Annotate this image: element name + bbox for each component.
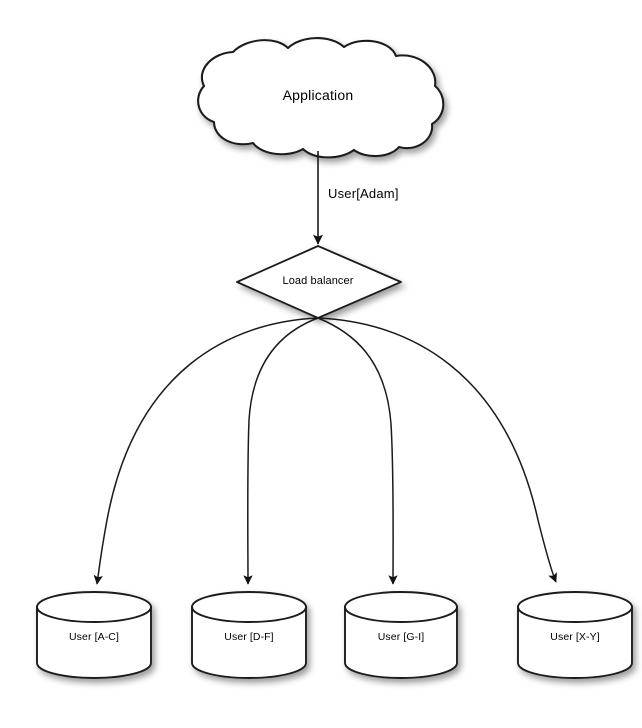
cylinder-body-1 bbox=[36, 606, 152, 679]
edge-balancer-to-db-3 bbox=[317, 317, 398, 585]
cloud-shape bbox=[197, 37, 445, 159]
node-load-balancer-diamond[interactable] bbox=[236, 245, 402, 319]
cylinder-top-3 bbox=[344, 591, 458, 623]
edge-balancer-to-db-1 bbox=[93, 317, 319, 585]
cylinder-top-2 bbox=[191, 591, 307, 623]
edge-balancer-to-db-4 bbox=[317, 317, 557, 583]
cylinder-body-4 bbox=[517, 606, 633, 679]
node-database-1[interactable] bbox=[36, 591, 152, 679]
diamond-shape bbox=[236, 245, 402, 319]
node-application-cloud[interactable] bbox=[197, 37, 445, 159]
cylinder-body-3 bbox=[344, 606, 458, 679]
edge-balancer-to-db-2 bbox=[243, 317, 319, 585]
node-database-4[interactable] bbox=[517, 591, 633, 679]
cylinder-top-4 bbox=[517, 591, 633, 623]
cylinder-top-1 bbox=[36, 591, 152, 623]
node-database-3[interactable] bbox=[344, 591, 458, 679]
node-database-2[interactable] bbox=[191, 591, 307, 679]
cylinder-body-2 bbox=[191, 606, 307, 679]
